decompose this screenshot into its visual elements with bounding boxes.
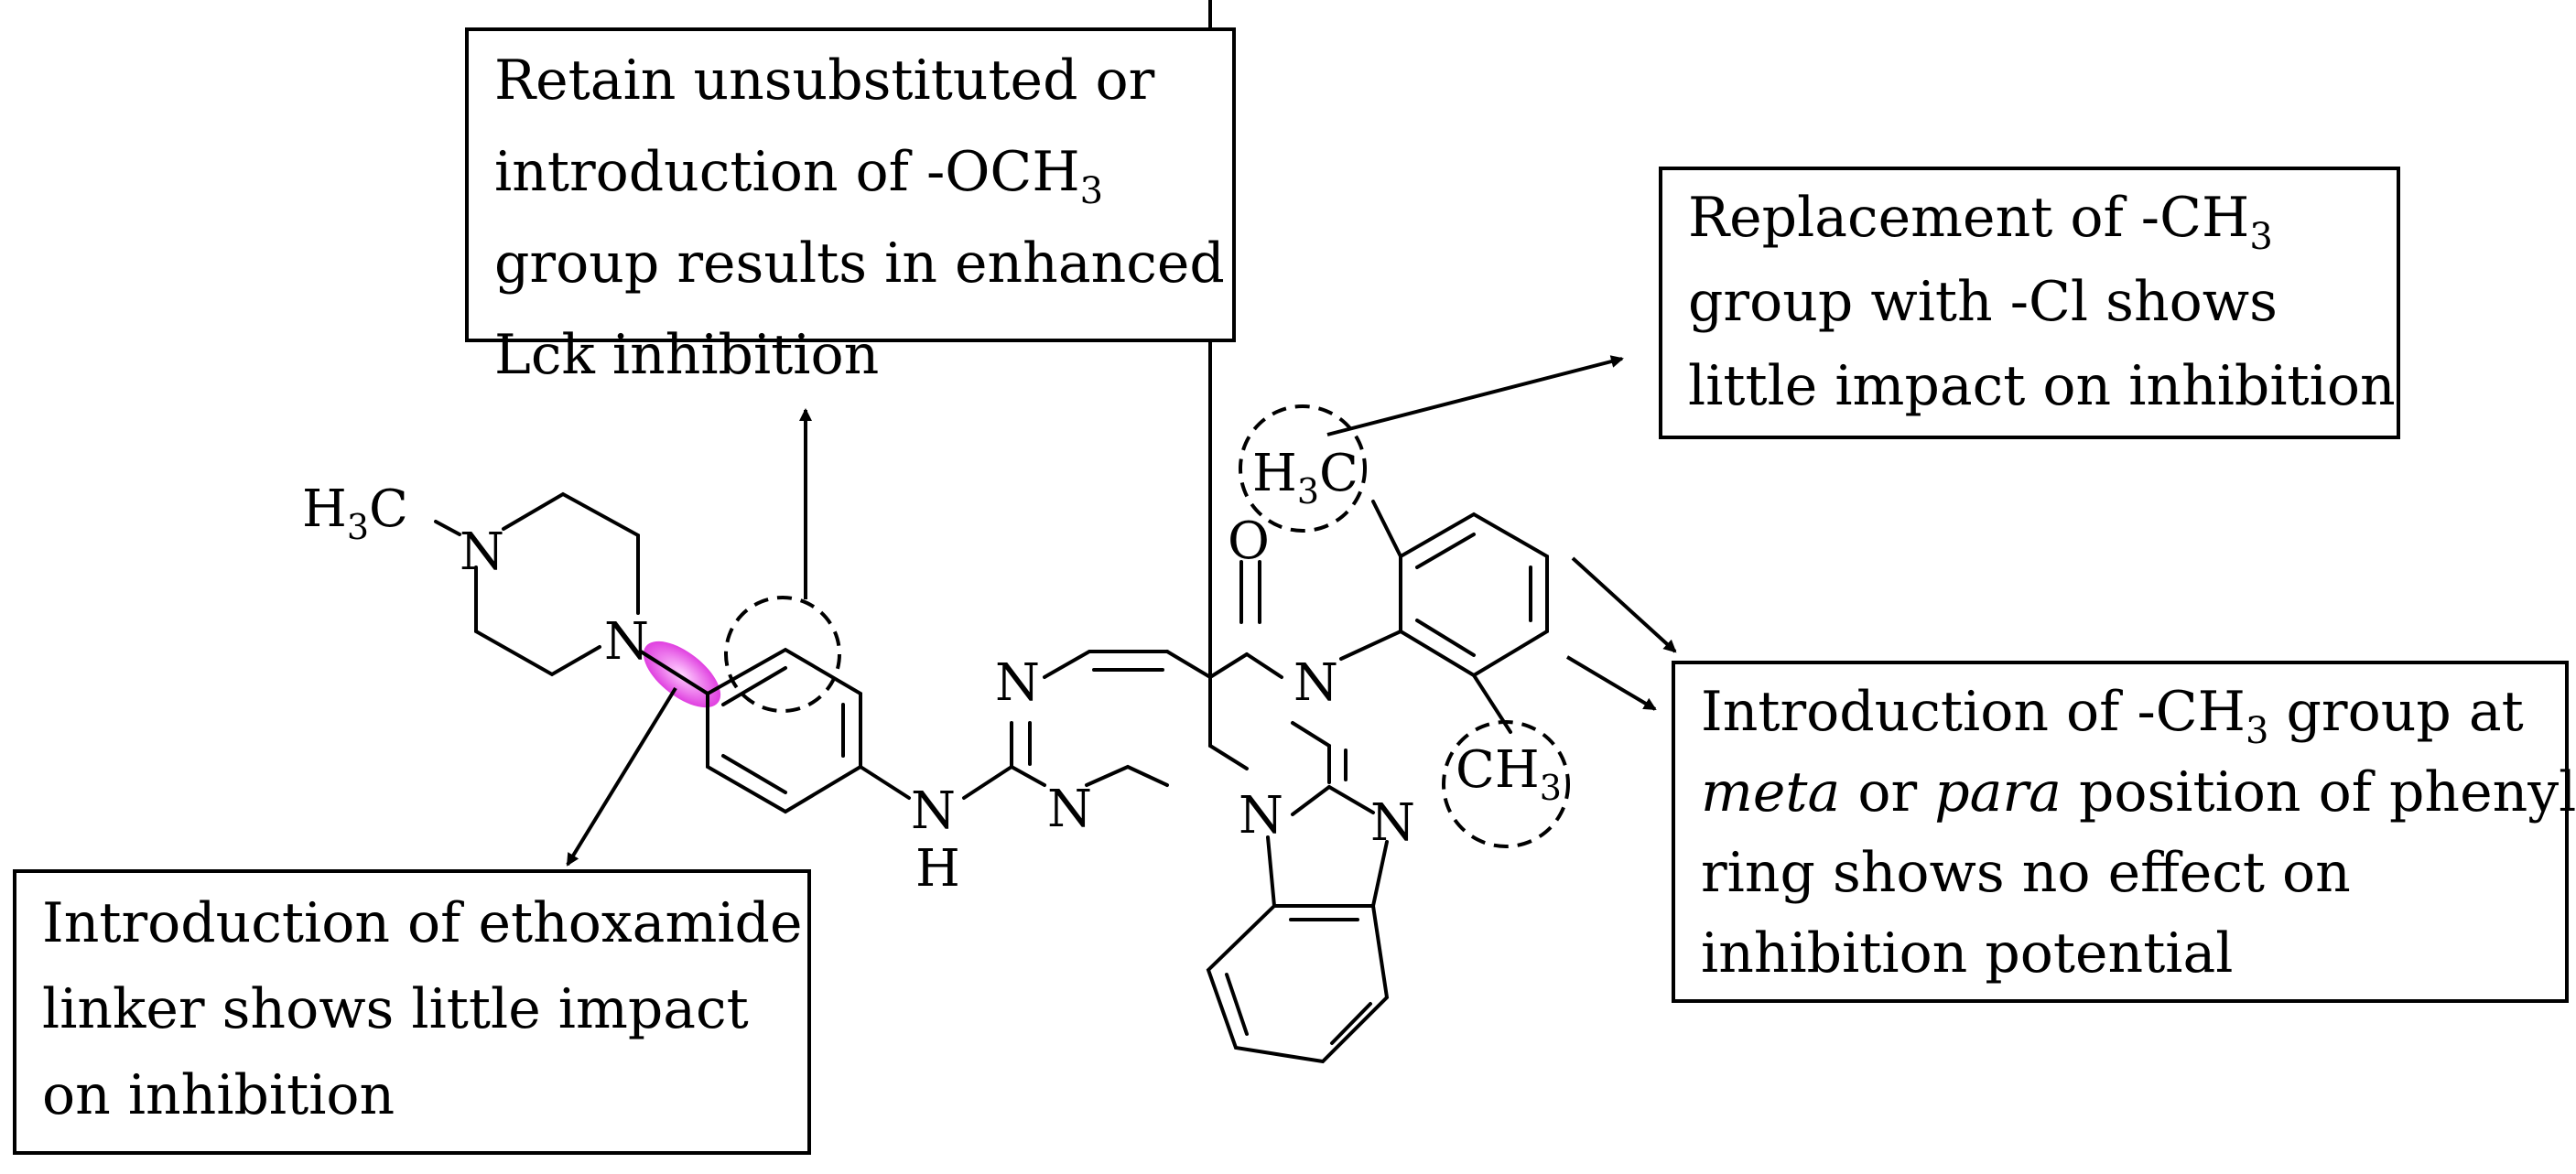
label-nh-n: N [911, 781, 956, 841]
label-pyrimidine-n-bottom: N [1047, 780, 1092, 839]
annotation-top-line3: group results in enhanced [494, 232, 1225, 296]
dashed-circle-h3c [1239, 404, 1367, 533]
annotation-top-line4: Lck inhibition [494, 323, 880, 387]
arrow-to-right-bottom-box-a [1571, 556, 1677, 653]
dashed-circle-phenyl [724, 596, 841, 713]
annotation-top: Retain unsubstituted or introduction of … [465, 27, 1236, 387]
annotation-left-bottom-line2: linker shows little impact [42, 977, 749, 1041]
arrow-to-right-top-box [1326, 355, 1624, 436]
label-bridge-n: N [1239, 786, 1283, 845]
label-n-piperazine-top: N [460, 522, 504, 582]
annotation-right-top: Replacement of -CH3 group with -Cl shows… [1659, 167, 2400, 439]
label-pyrimidine-n-top: N [995, 653, 1040, 713]
annotation-right-bottom: Introduction of -CH3 group at meta or pa… [1672, 661, 2576, 1003]
annotation-right-top-line1: Replacement of -CH3 [1688, 186, 2273, 258]
dashed-circle-ch3 [1442, 720, 1570, 848]
arrow-to-right-bottom-box-b [1565, 655, 1657, 711]
annotation-top-line1: Retain unsubstituted or [494, 48, 1155, 113]
annotation-right-bottom-line1: Introduction of -CH3 group at [1701, 680, 2524, 752]
annotation-right-bottom-line3: ring shows no effect on [1701, 841, 2351, 905]
label-n-piperazine-bottom: N [604, 612, 649, 672]
annotation-right-top-line2: group with -Cl shows [1688, 270, 2278, 334]
annotation-right-bottom-line4: inhibition potential [1701, 921, 2234, 986]
annotation-top-line2: introduction of -OCH3 [494, 140, 1104, 212]
label-h3c-left: H3C [302, 479, 408, 547]
annotation-right-top-line3: little impact on inhibition [1688, 354, 2396, 418]
label-amide-n: N [1293, 653, 1338, 713]
arrow-to-left-bottom-box [566, 686, 677, 867]
annotation-left-bottom-line3: on inhibition [42, 1063, 395, 1127]
label-nh-h: H [915, 839, 960, 899]
label-ch3-right: CH3 [1456, 740, 1562, 808]
annotation-left-bottom-line1: Introduction of ethoxamide [42, 891, 803, 955]
annotation-left-bottom: Introduction of ethoxamide linker shows … [13, 869, 811, 1155]
annotation-right-bottom-line2: meta or para position of phenyl [1701, 760, 2576, 824]
label-carbonyl-o: O [1228, 512, 1270, 571]
label-h3c-right: H3C [1252, 444, 1358, 512]
label-imidazole-n: N [1370, 793, 1415, 853]
